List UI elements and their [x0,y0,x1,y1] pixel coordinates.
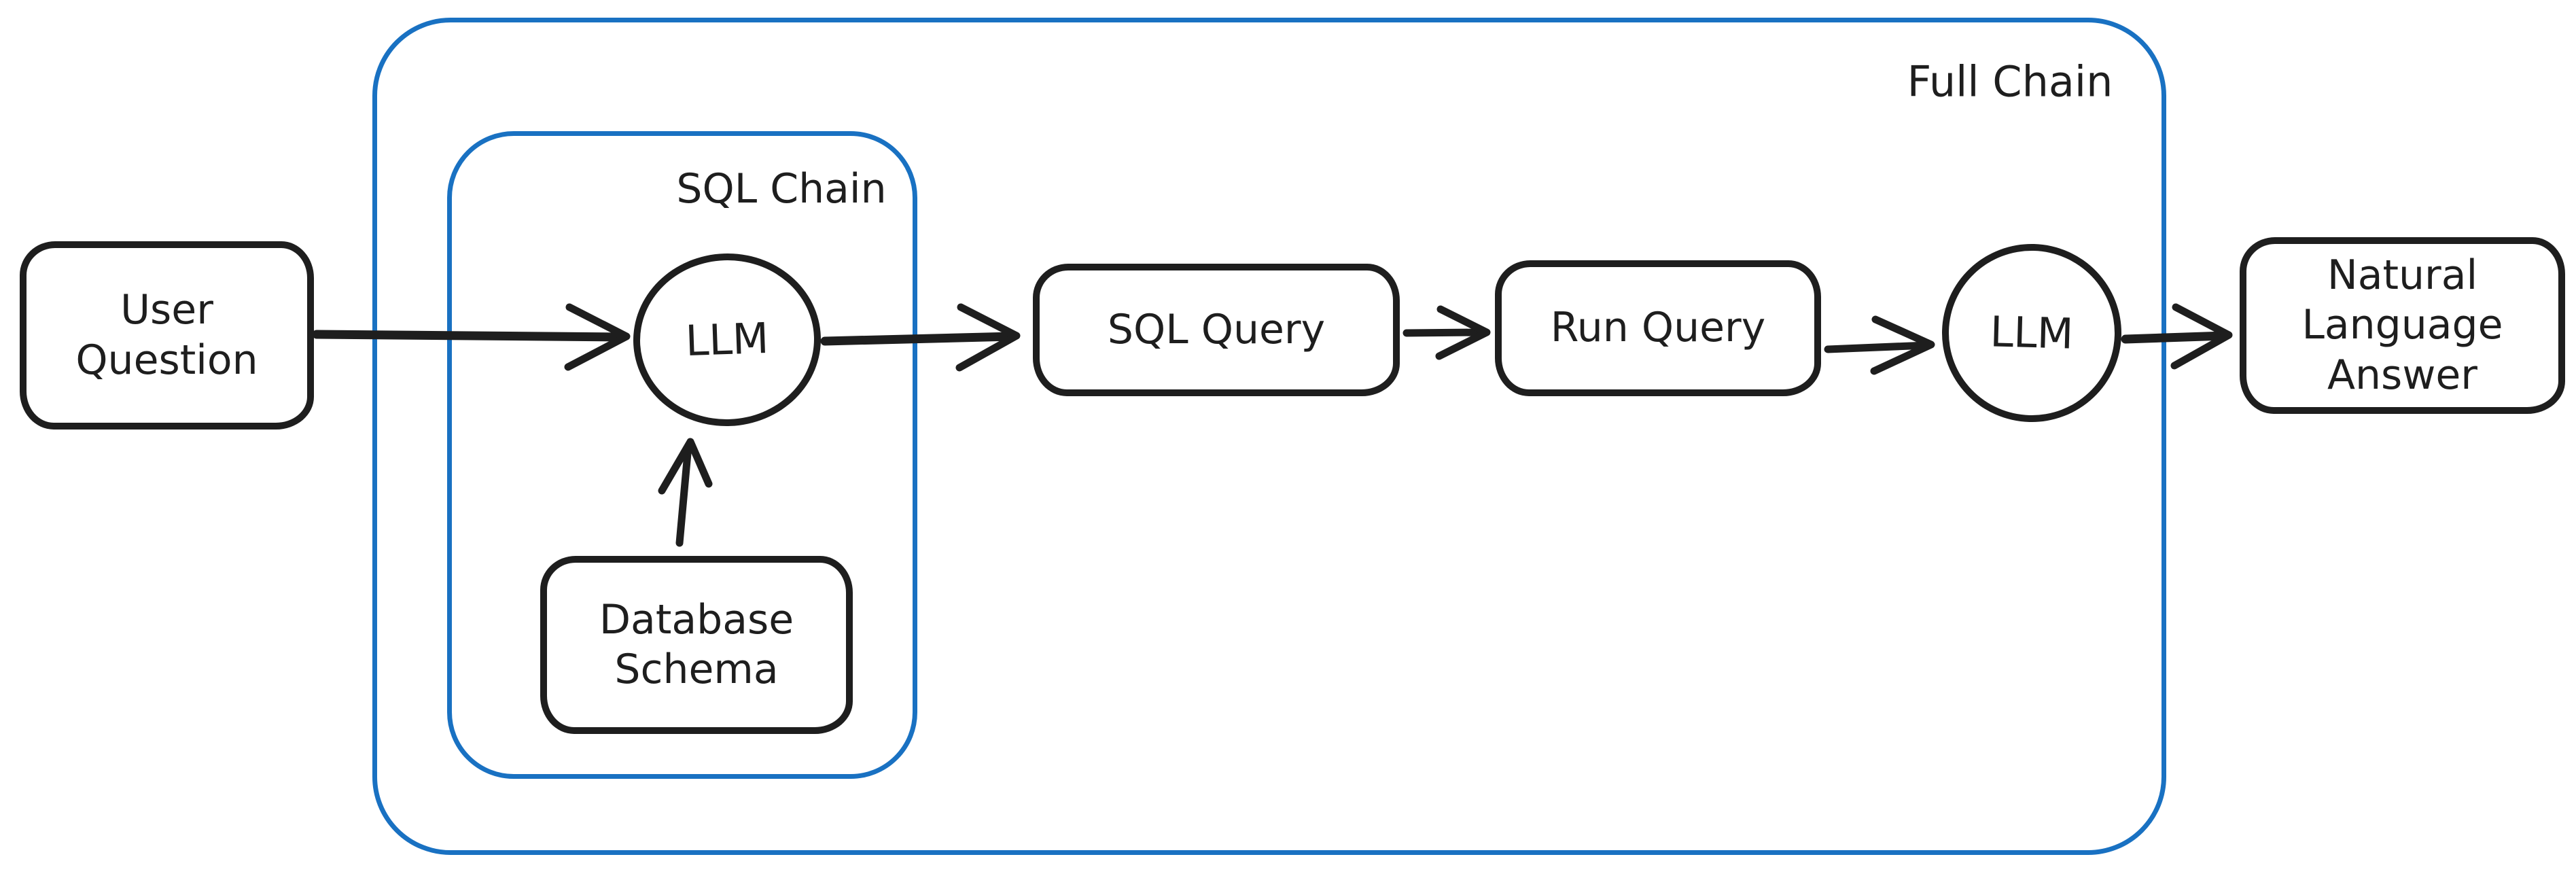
node-sql-query: SQL Query [1033,264,1400,396]
sql-chain-label: SQL Chain [676,165,887,213]
node-natural-language-answer: Natural Language Answer [2240,237,2565,414]
run-query-label: Run Query [1550,304,1766,352]
full-chain-container [372,18,2166,855]
full-chain-label: Full Chain [1907,56,2113,107]
llm-sql-label: LLM [684,313,770,366]
natural-language-answer-label: Natural Language Answer [2301,251,2503,399]
sql-chain-container [447,131,917,779]
node-run-query: Run Query [1495,260,1821,396]
sql-query-label: SQL Query [1107,305,1326,353]
user-question-label: User Question [75,286,258,384]
database-schema-label: Database Schema [599,595,794,693]
llm-answer-label: LLM [1989,306,2075,359]
node-database-schema: Database Schema [540,556,853,734]
node-user-question: User Question [20,241,314,430]
